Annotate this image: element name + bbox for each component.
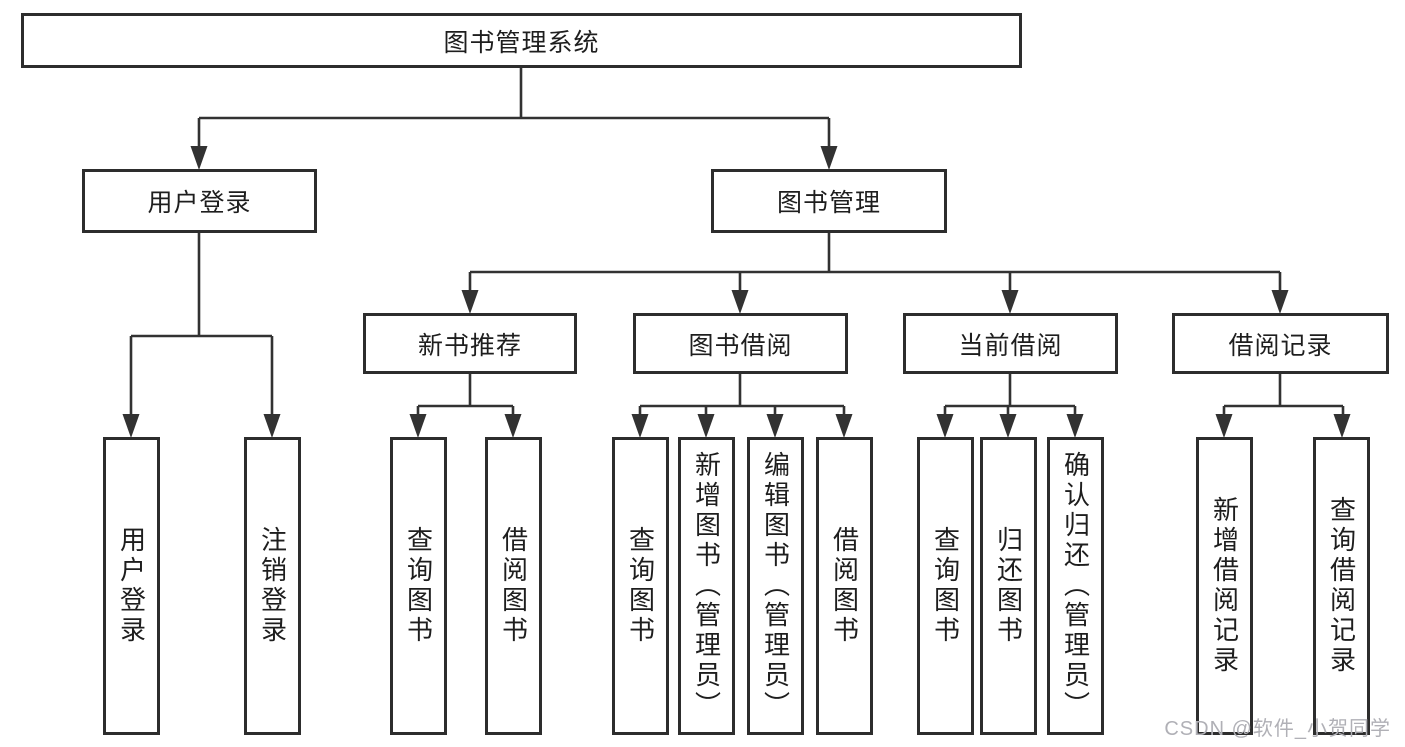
leaf-borrow-books-recommend-label: 借阅图书 bbox=[498, 526, 529, 646]
leaf-query-books-borrowing: 查询图书 bbox=[612, 437, 669, 735]
leaf-borrow-books-recommend: 借阅图书 bbox=[485, 437, 542, 735]
leaf-add-borrow-record: 新增借阅记录 bbox=[1196, 437, 1253, 735]
leaf-user-login-label: 用户登录 bbox=[116, 526, 147, 646]
leaf-query-books-current-label: 查询图书 bbox=[930, 526, 961, 646]
leaf-return-books: 归还图书 bbox=[980, 437, 1037, 735]
node-root-label: 图书管理系统 bbox=[443, 28, 600, 57]
node-book-borrowing-label: 图书借阅 bbox=[688, 331, 793, 360]
connector-lines bbox=[129, 67, 1345, 432]
leaf-query-borrow-record: 查询借阅记录 bbox=[1313, 437, 1370, 735]
leaf-logout-label: 注销登录 bbox=[257, 526, 288, 646]
node-borrow-records: 借阅记录 bbox=[1172, 313, 1389, 374]
leaf-query-books-current: 查询图书 bbox=[917, 437, 974, 735]
leaf-user-login: 用户登录 bbox=[103, 437, 160, 735]
leaf-add-books-admin: 新增图书（管理员） bbox=[678, 437, 735, 735]
leaf-confirm-return-admin: 确认归还（管理员） bbox=[1047, 437, 1104, 735]
leaf-query-books-recommend-label: 查询图书 bbox=[403, 526, 434, 646]
leaf-return-books-label: 归还图书 bbox=[993, 526, 1024, 646]
node-new-book-recommend-label: 新书推荐 bbox=[417, 331, 522, 360]
watermark: CSDN @软件_小贺同学 bbox=[1164, 718, 1391, 740]
leaf-confirm-return-admin-label: 确认归还（管理员） bbox=[1060, 451, 1091, 721]
node-book-management-label: 图书管理 bbox=[776, 189, 881, 217]
leaf-add-borrow-record-label: 新增借阅记录 bbox=[1209, 496, 1240, 676]
node-new-book-recommend: 新书推荐 bbox=[363, 313, 577, 374]
arrowheads bbox=[122, 146, 1351, 438]
node-root: 图书管理系统 bbox=[21, 13, 1022, 68]
node-user-login-label: 用户登录 bbox=[147, 189, 252, 217]
leaf-edit-books-admin-label: 编辑图书（管理员） bbox=[760, 451, 791, 721]
leaf-borrow-books-borrowing-label: 借阅图书 bbox=[829, 526, 860, 646]
leaf-edit-books-admin: 编辑图书（管理员） bbox=[747, 437, 804, 735]
leaf-borrow-books-borrowing: 借阅图书 bbox=[816, 437, 873, 735]
leaf-logout: 注销登录 bbox=[244, 437, 301, 735]
leaf-query-borrow-record-label: 查询借阅记录 bbox=[1326, 496, 1357, 676]
node-book-management: 图书管理 bbox=[711, 169, 947, 233]
leaf-add-books-admin-label: 新增图书（管理员） bbox=[691, 451, 722, 721]
node-current-borrowing: 当前借阅 bbox=[903, 313, 1118, 374]
leaf-query-books-recommend: 查询图书 bbox=[390, 437, 447, 735]
node-book-borrowing: 图书借阅 bbox=[633, 313, 848, 374]
node-current-borrowing-label: 当前借阅 bbox=[958, 331, 1063, 360]
node-user-login: 用户登录 bbox=[82, 169, 317, 233]
leaf-query-books-borrowing-label: 查询图书 bbox=[625, 526, 656, 646]
node-borrow-records-label: 借阅记录 bbox=[1228, 331, 1333, 360]
